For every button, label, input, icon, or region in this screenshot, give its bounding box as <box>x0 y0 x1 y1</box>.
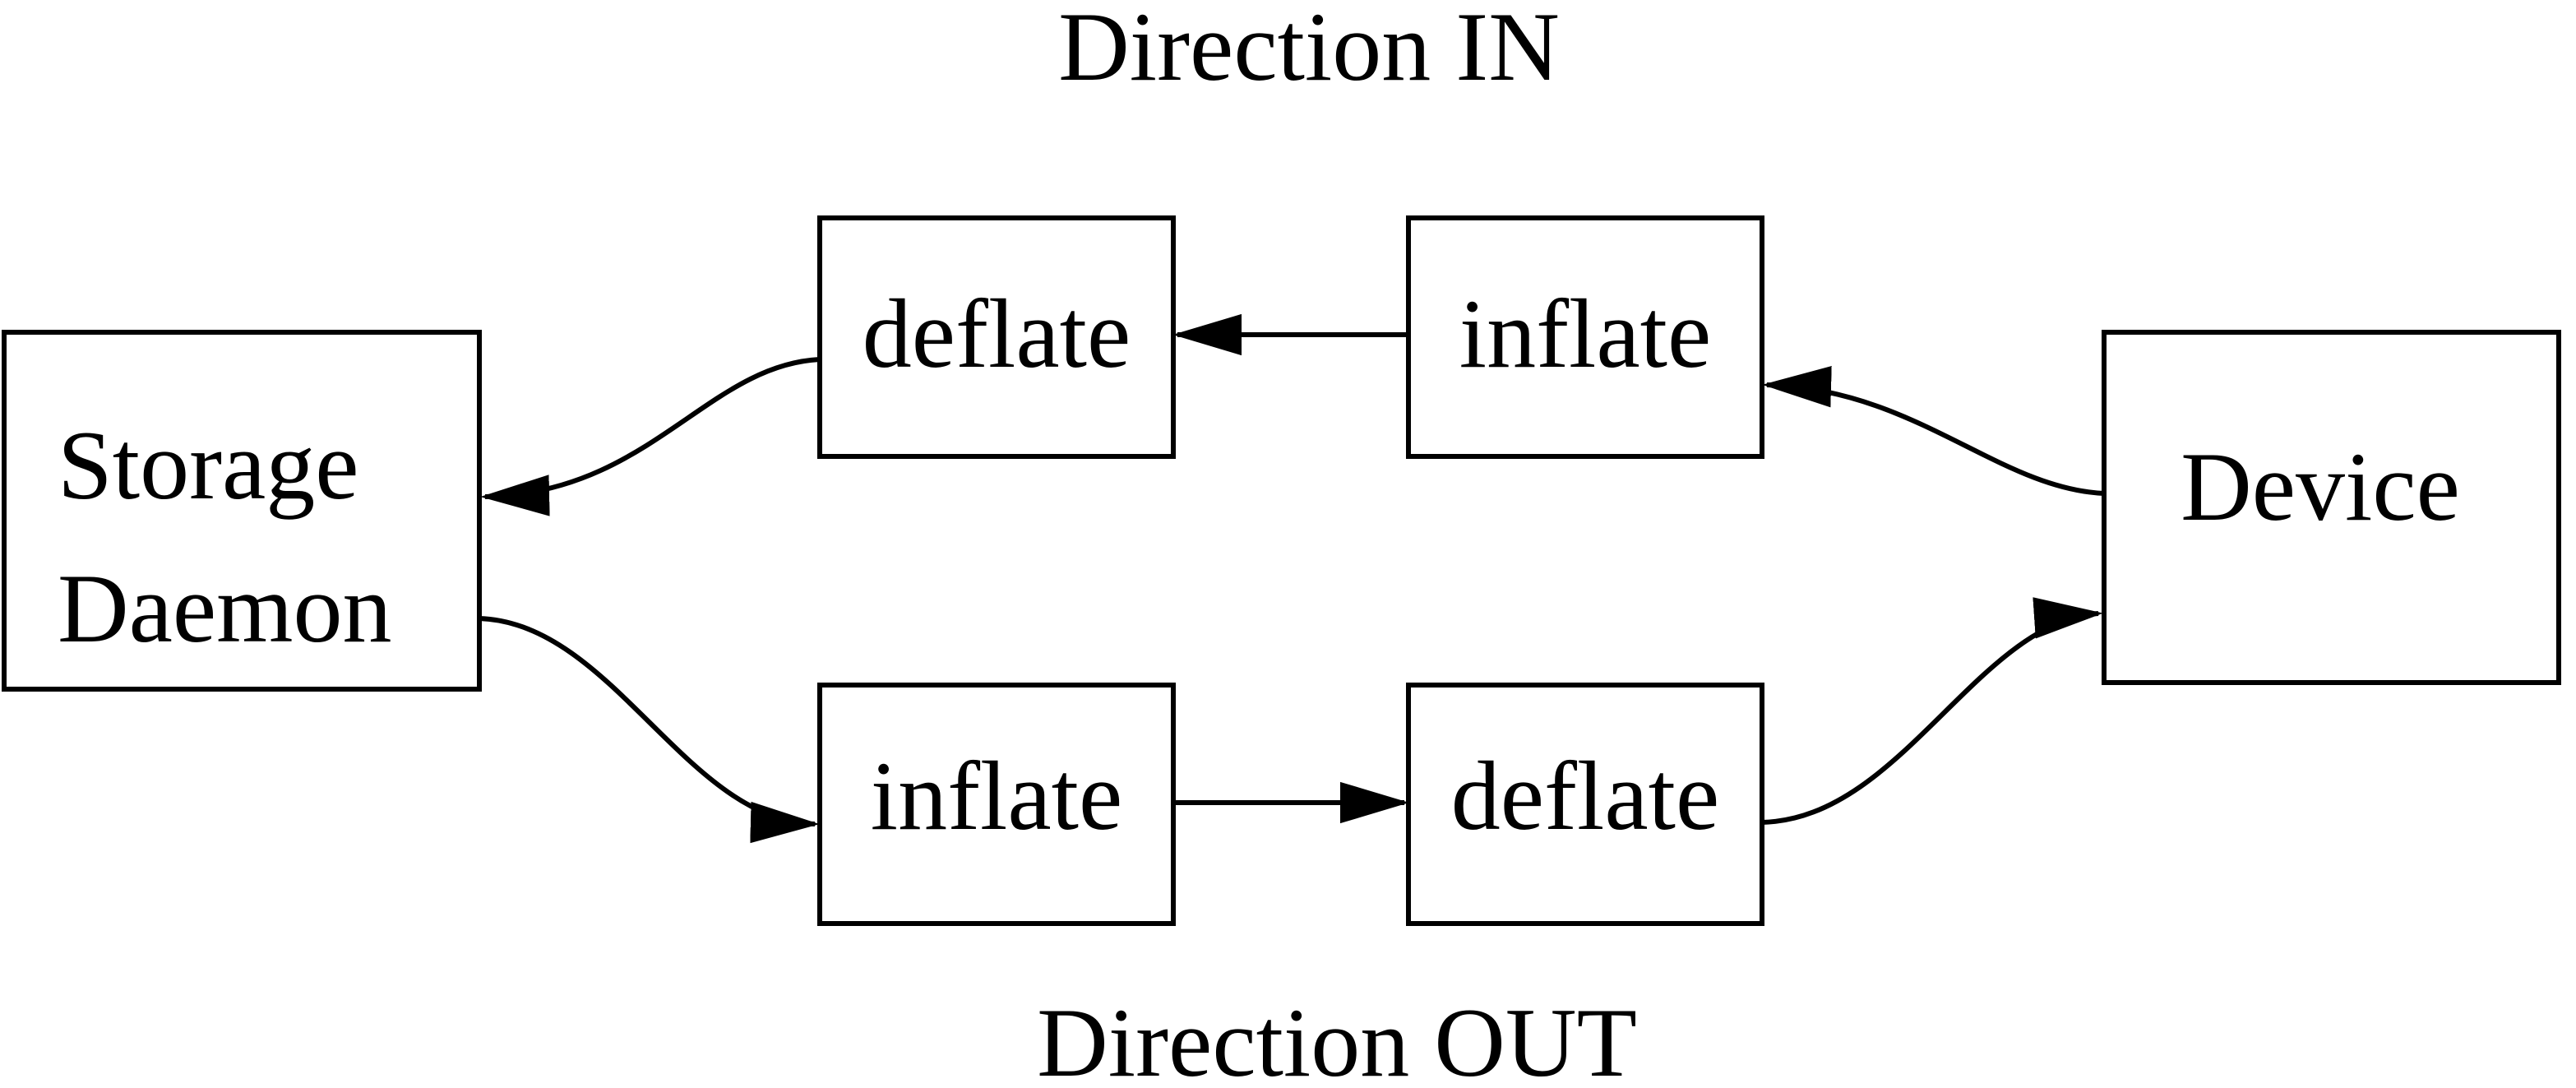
deflate-out-box <box>1406 683 1764 926</box>
inflate-out-label: inflate <box>871 741 1123 850</box>
node-storage-daemon: Storage Daemon <box>2 330 482 692</box>
storage-daemon-label-line1: Storage <box>58 410 359 520</box>
inflate-in-box <box>1406 215 1764 459</box>
deflate-in-label: deflate <box>863 279 1131 388</box>
node-deflate-in: deflate <box>817 215 1176 459</box>
inflate-in-label: inflate <box>1459 279 1712 388</box>
node-inflate-out: inflate <box>817 683 1176 926</box>
node-inflate-in: inflate <box>1406 215 1764 459</box>
storage-daemon-box <box>2 330 482 692</box>
inflate-out-box <box>817 683 1176 926</box>
direction-in-title: Direction IN <box>1058 0 1560 101</box>
deflate-in-box <box>817 215 1176 459</box>
edge-storage-daemon-to-inflate-out <box>479 616 820 844</box>
device-label: Device <box>2181 432 2460 541</box>
edge-device-to-inflate-in <box>1762 366 2105 496</box>
node-device: Device <box>2102 330 2561 685</box>
edge-deflate-in-to-storage-daemon <box>480 357 821 516</box>
edge-deflate-out-to-device <box>1761 597 2103 825</box>
storage-daemon-label-line2: Daemon <box>58 553 392 663</box>
device-box <box>2102 330 2561 685</box>
node-deflate-out: deflate <box>1406 683 1764 926</box>
direction-out-title: Direction OUT <box>1037 988 1637 1088</box>
deflate-out-label: deflate <box>1451 741 1719 850</box>
